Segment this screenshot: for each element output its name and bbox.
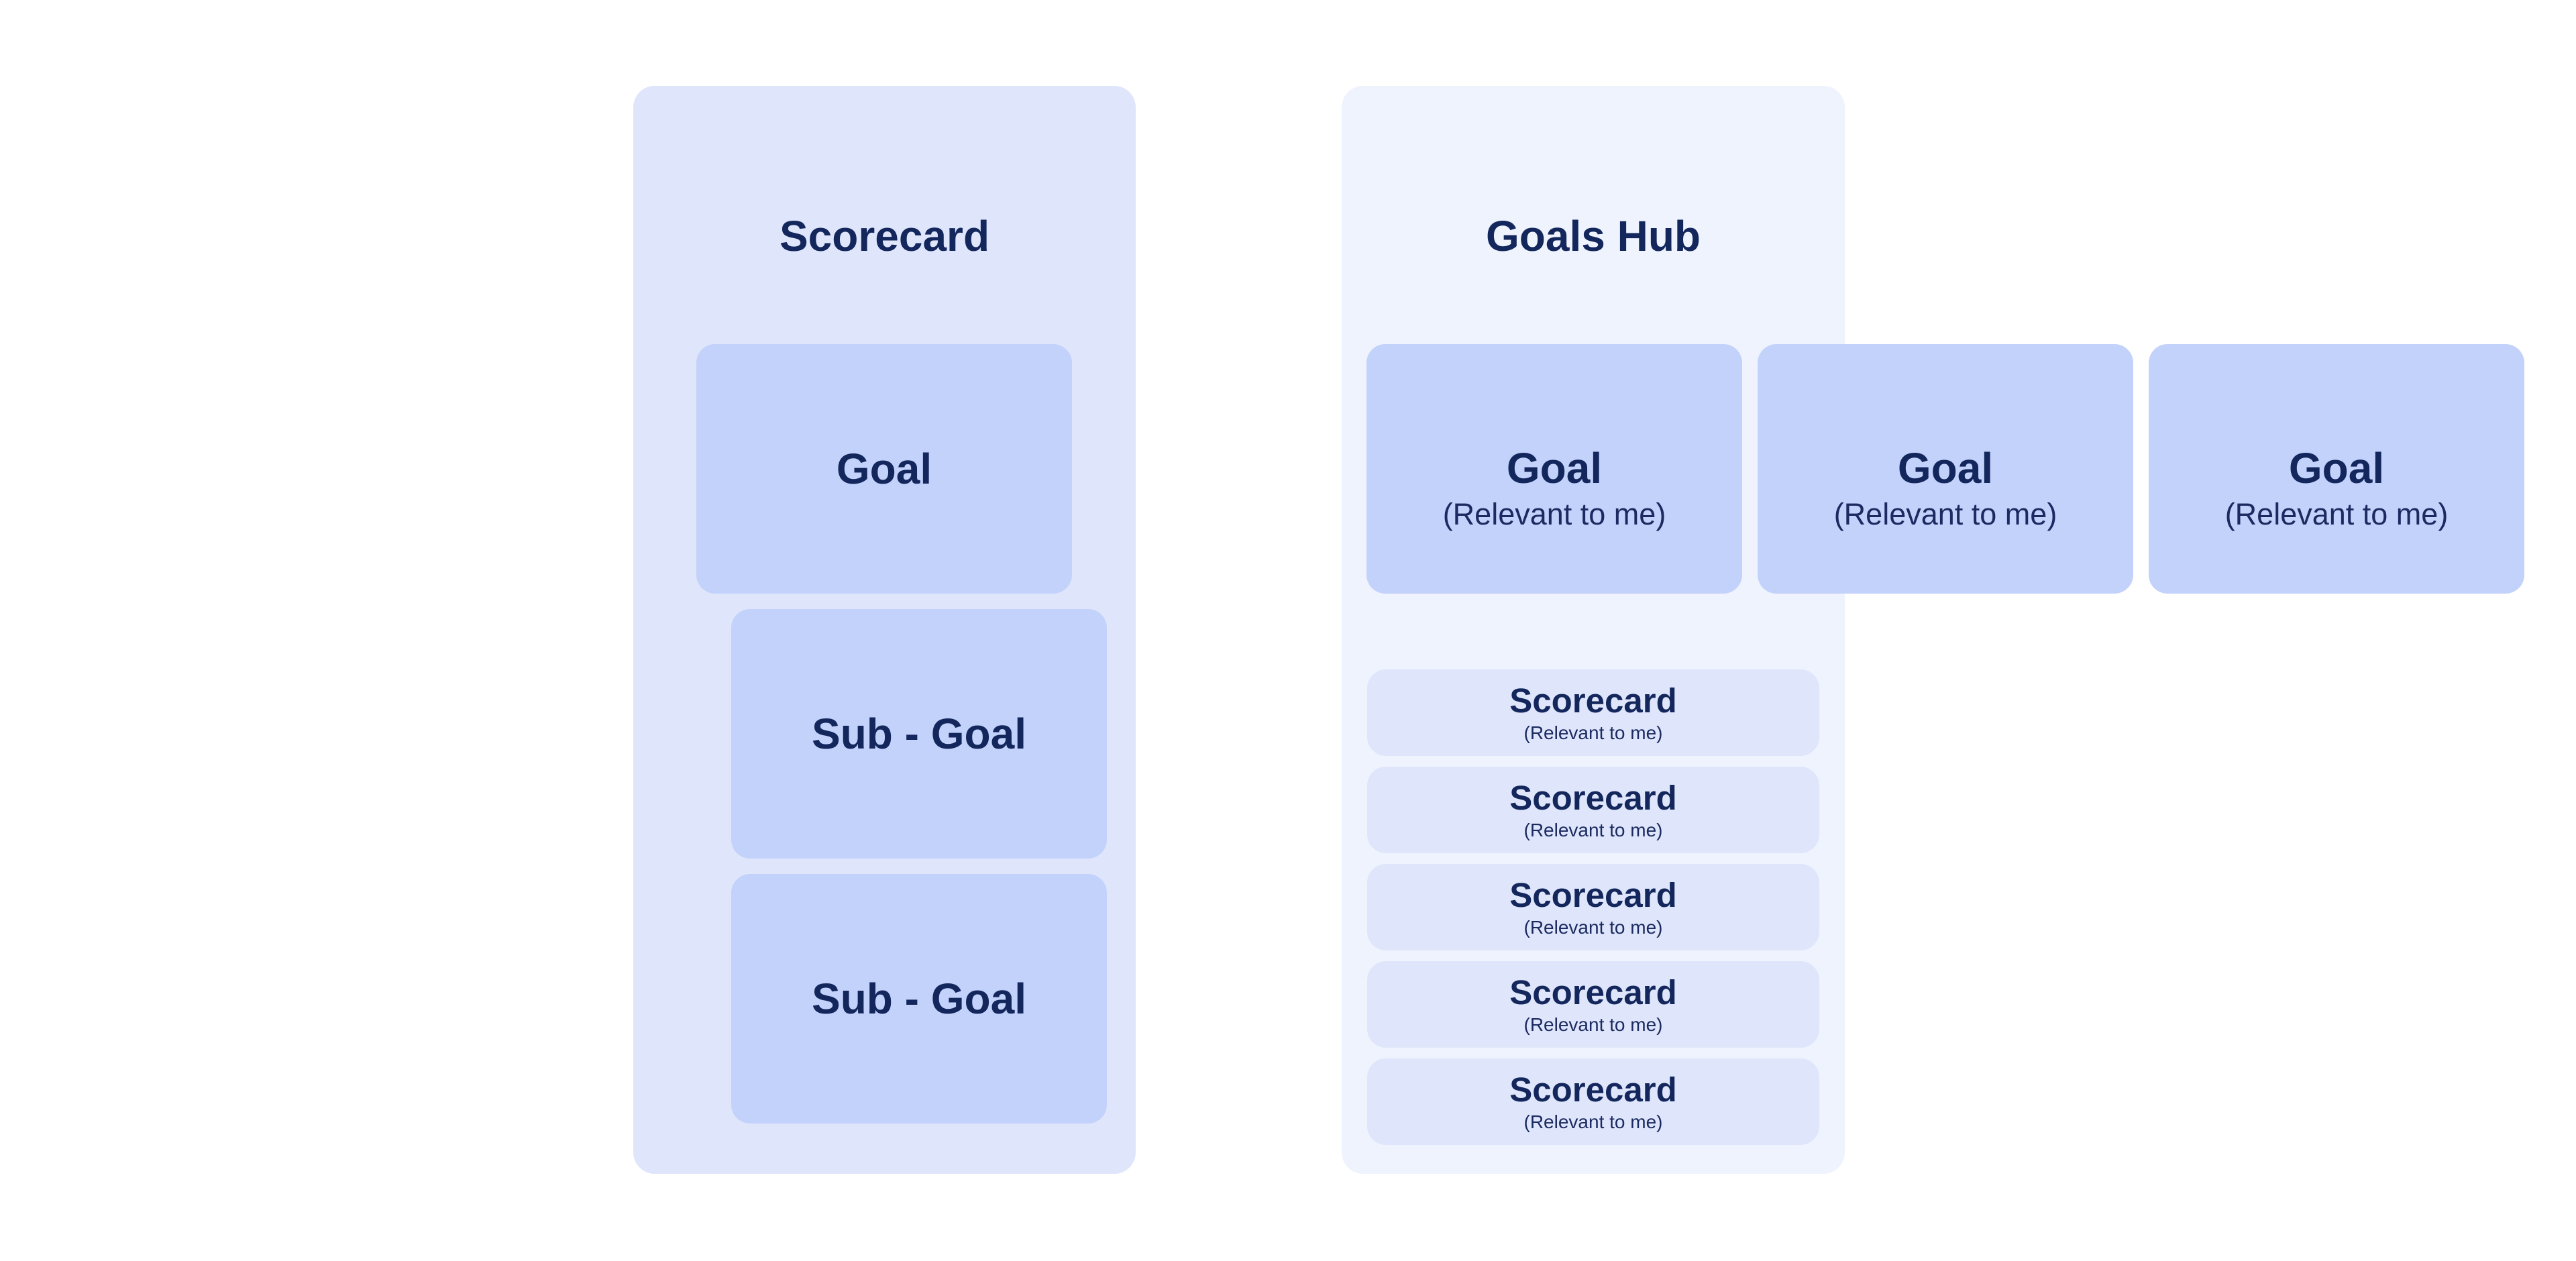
scorecard-panel: Scorecard Goal Sub - Goal Sub - Goal (633, 86, 1136, 1174)
scorecard-row: Scorecard (Relevant to me) (1367, 669, 1819, 756)
scorecard-row: Scorecard (Relevant to me) (1367, 864, 1819, 950)
scorecard-row-title: Scorecard (1509, 973, 1677, 1011)
goal-relevant-card: Goal (Relevant to me) (1758, 344, 2133, 594)
sub-goal-card: Sub - Goal (731, 609, 1107, 859)
goal-relevant-card: Goal (Relevant to me) (1366, 344, 1742, 594)
goal-relevant-card-title: Goal (2288, 444, 2385, 492)
goal-relevant-card-subtitle: (Relevant to me) (1833, 497, 2057, 531)
scorecard-row-subtitle: (Relevant to me) (1523, 1014, 1663, 1035)
goal-relevant-card-title: Goal (1506, 444, 1603, 492)
scorecard-row: Scorecard (Relevant to me) (1367, 961, 1819, 1048)
scorecard-row-subtitle: (Relevant to me) (1523, 1111, 1663, 1132)
goal-card-label: Goal (836, 445, 932, 493)
scorecard-row-title: Scorecard (1509, 1071, 1677, 1109)
scorecard-row-subtitle: (Relevant to me) (1523, 917, 1663, 938)
goal-relevant-card-subtitle: (Relevant to me) (1442, 497, 1666, 531)
goals-hub-panel: Goals Hub Goal (Relevant to me) Goal (Re… (1342, 86, 2524, 1174)
sub-goal-card-label: Sub - Goal (812, 975, 1026, 1023)
goal-relevant-card-title: Goal (1897, 444, 1994, 492)
goal-relevant-card-subtitle: (Relevant to me) (2224, 497, 2449, 531)
sub-goal-card: Sub - Goal (731, 874, 1107, 1123)
sub-goal-card-label: Sub - Goal (812, 710, 1026, 758)
scorecard-row: Scorecard (Relevant to me) (1367, 767, 1819, 853)
goals-hub-panel-title: Goals Hub (1485, 212, 1701, 260)
scorecard-row-title: Scorecard (1509, 681, 1677, 720)
scorecard-row-title: Scorecard (1509, 779, 1677, 817)
goal-relevant-card: Goal (Relevant to me) (2149, 344, 2524, 594)
scorecard-panel-title: Scorecard (779, 212, 990, 260)
scorecard-row: Scorecard (Relevant to me) (1367, 1058, 1819, 1145)
goal-card: Goal (696, 344, 1072, 594)
scorecard-row-title: Scorecard (1509, 876, 1677, 914)
scorecard-row-subtitle: (Relevant to me) (1523, 820, 1663, 840)
scorecard-row-subtitle: (Relevant to me) (1523, 722, 1663, 743)
